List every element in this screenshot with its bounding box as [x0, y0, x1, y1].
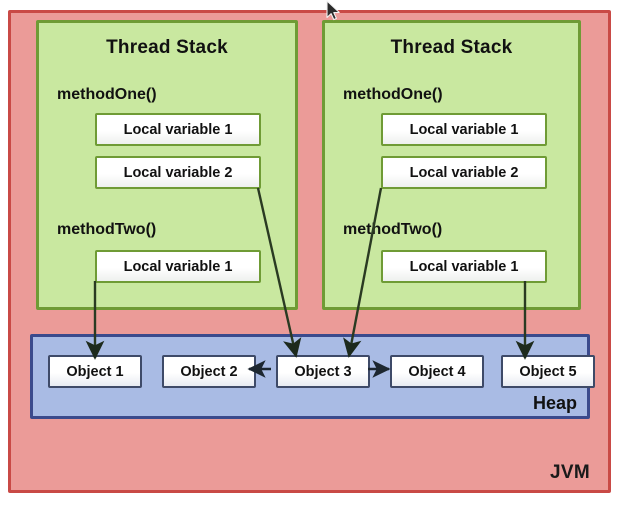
left-method-one-local-variable-1: Local variable 1: [95, 113, 261, 146]
right-method-two-local-variable-1: Local variable 1: [381, 250, 547, 283]
right-method-one-local-variable-1: Local variable 1: [381, 113, 547, 146]
heap-container: Object 1 Object 2 Object 3 Object 4 Obje…: [30, 334, 595, 419]
jvm-label: JVM: [550, 462, 590, 483]
left-method-two-local-variable-1: Local variable 1: [95, 250, 261, 283]
thread-stack-left-method-one-label: methodOne(): [57, 86, 157, 103]
heap-object-3: Object 3: [276, 355, 370, 388]
thread-stack-right-method-one-label: methodOne(): [343, 86, 443, 103]
heap-object-4: Object 4: [390, 355, 484, 388]
heap-object-5: Object 5: [501, 355, 595, 388]
mouse-pointer-icon: [326, 0, 340, 21]
thread-stack-right: Thread Stack methodOne() Local variable …: [322, 20, 581, 310]
right-method-one-local-variable-2: Local variable 2: [381, 156, 547, 189]
heap-label: Heap: [532, 393, 577, 413]
thread-stack-left-method-two-label: methodTwo(): [57, 221, 157, 238]
thread-stack-right-method-two-label: methodTwo(): [343, 221, 443, 238]
left-method-one-local-variable-2: Local variable 2: [95, 156, 261, 189]
thread-stack-right-title: Thread Stack: [390, 37, 513, 58]
heap-object-1: Object 1: [48, 355, 142, 388]
thread-stack-left-title: Thread Stack: [106, 37, 228, 58]
thread-stack-left: Thread Stack methodOne() Local variable …: [36, 20, 298, 310]
heap-object-2: Object 2: [162, 355, 256, 388]
